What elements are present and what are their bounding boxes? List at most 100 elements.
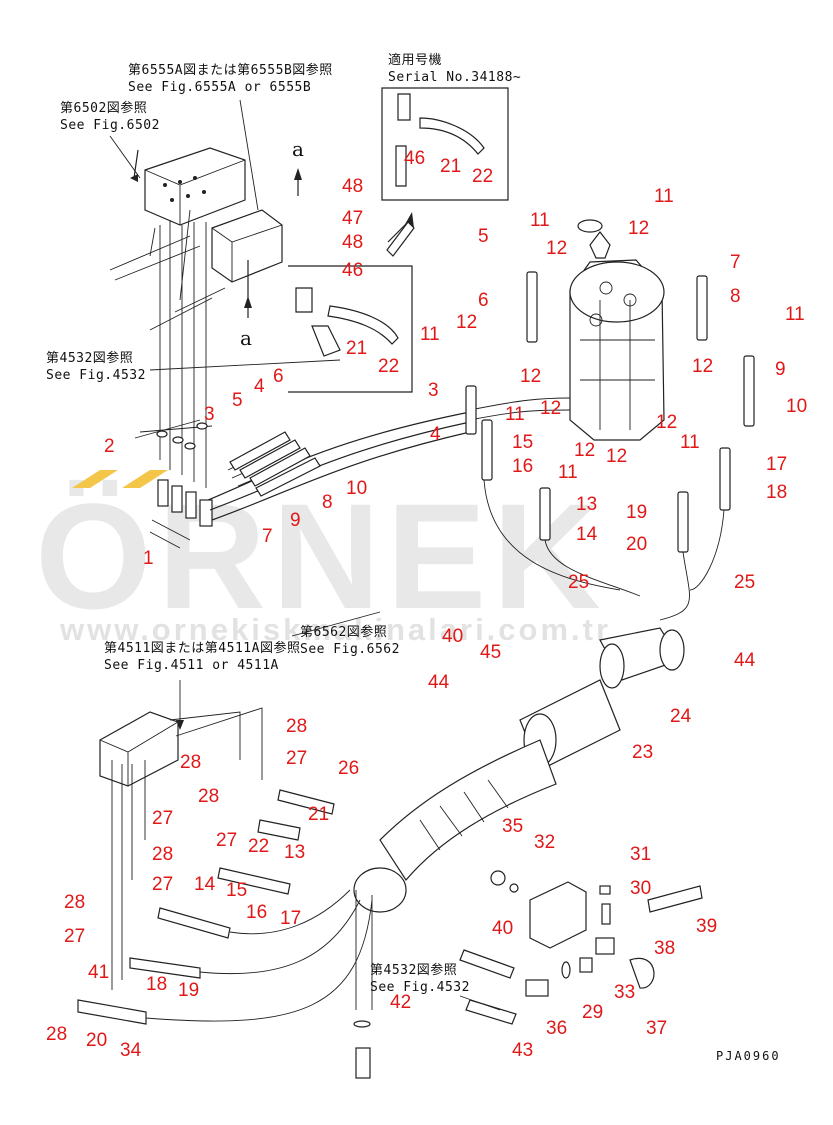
part-number: 11 — [505, 404, 525, 425]
part-number: 17 — [766, 454, 787, 475]
part-number: 9 — [775, 359, 786, 380]
right-hoses — [465, 271, 755, 621]
part-number: 36 — [546, 1018, 567, 1039]
inset-46-box — [288, 212, 415, 393]
part-number: 27 — [286, 748, 307, 769]
part-number: 32 — [534, 832, 555, 853]
part-number: 33 — [614, 982, 635, 1003]
part-number: 15 — [226, 880, 247, 901]
part-number: 28 — [198, 786, 219, 807]
center-pipe — [353, 627, 685, 1010]
part-number: 5 — [232, 390, 243, 411]
part-number: 21 — [440, 156, 461, 177]
watermark-accent-left — [72, 470, 118, 488]
part-number: 22 — [248, 836, 269, 857]
part-number: 3 — [428, 380, 439, 401]
part-number: 41 — [88, 962, 109, 983]
part-number: 13 — [284, 842, 305, 863]
watermark-brand: ÖRNEK — [35, 472, 607, 640]
part-number: 26 — [338, 758, 359, 779]
part-number: 20 — [86, 1030, 107, 1051]
part-number: 12 — [520, 366, 541, 387]
part-number: 47 — [342, 208, 363, 229]
part-number: 2 — [104, 436, 115, 457]
part-number: 15 — [512, 432, 533, 453]
part-number: 27 — [152, 808, 173, 829]
label-a-top: a — [292, 137, 304, 161]
part-number: 28 — [152, 844, 173, 865]
part-number: 8 — [322, 492, 333, 513]
part-number: 28 — [286, 716, 307, 737]
part-number: 22 — [472, 166, 493, 187]
part-number: 25 — [734, 572, 755, 593]
part-number: 24 — [670, 706, 692, 727]
part-number: 11 — [654, 186, 674, 207]
lower-hoses — [77, 789, 703, 1025]
part-number: 9 — [290, 510, 301, 531]
ref-4532a-jp: 第4532図参照 — [46, 350, 133, 366]
part-number: 27 — [216, 830, 237, 851]
part-number: 6 — [273, 366, 284, 387]
part-number: 29 — [582, 1002, 603, 1023]
part-number: 30 — [630, 878, 651, 899]
part-number: 11 — [785, 304, 805, 325]
ref-4532b-jp: 第4532図参照 — [370, 962, 457, 978]
part-number: 12 — [456, 312, 477, 333]
serial-en: Serial No.34188~ — [388, 70, 521, 85]
part-number: 12 — [574, 440, 595, 461]
reference-notes: 第6555A図または第6555B図参照 See Fig.6555A or 655… — [46, 52, 781, 1063]
part-number: 6 — [478, 290, 489, 311]
part-number: 40 — [442, 626, 463, 647]
ref-4532a-en: See Fig.4532 — [46, 368, 146, 383]
drawing-code: PJA0960 — [716, 1049, 781, 1063]
part-number: 46 — [404, 148, 425, 169]
part-number: 44 — [428, 672, 450, 693]
part-number: 37 — [646, 1018, 667, 1039]
part-number: 21 — [346, 338, 367, 359]
part-number: 12 — [540, 398, 561, 419]
part-number: 11 — [680, 432, 700, 453]
label-a-mid: a — [240, 326, 252, 350]
bracket-group — [353, 870, 655, 1079]
part-number: 12 — [656, 412, 677, 433]
part-number: 1 — [143, 548, 154, 569]
part-number: 48 — [342, 232, 363, 253]
part-number: 35 — [502, 816, 523, 837]
part-number: 28 — [180, 752, 201, 773]
part-number: 25 — [568, 572, 589, 593]
part-number: 42 — [390, 992, 411, 1013]
part-number: 14 — [194, 874, 216, 895]
part-number: 10 — [786, 396, 807, 417]
ref-4511-en: See Fig.4511 or 4511A — [104, 658, 279, 673]
ref-6562-jp: 第6562図参照 — [300, 624, 387, 640]
part-number: 48 — [342, 176, 363, 197]
part-number: 46 — [342, 260, 363, 281]
part-number: 27 — [152, 874, 173, 895]
part-number: 22 — [378, 356, 399, 377]
part-number: 8 — [730, 286, 741, 307]
part-number: 27 — [64, 926, 85, 947]
part-number: 45 — [480, 642, 501, 663]
part-number: 21 — [308, 804, 329, 825]
part-number: 28 — [64, 892, 85, 913]
part-number: 43 — [512, 1040, 533, 1061]
part-number: 17 — [280, 908, 301, 929]
part-number: 19 — [626, 502, 647, 523]
part-number: 7 — [262, 526, 273, 547]
part-number: 4 — [254, 376, 265, 397]
part-number: 23 — [632, 742, 653, 763]
part-number: 12 — [606, 446, 627, 467]
lower-valve-block — [99, 707, 263, 990]
part-number: 7 — [730, 252, 741, 273]
part-number: 13 — [576, 494, 597, 515]
part-number-labels: 1 2 3 4 5 6 7 8 9 10 11 11 11 11 11 11 1… — [46, 148, 807, 1061]
ref-6502-en: See Fig.6502 — [60, 118, 160, 133]
part-number: 12 — [628, 218, 649, 239]
part-number: 4 — [430, 424, 441, 445]
part-number: 16 — [512, 456, 533, 477]
control-valve-block — [109, 147, 302, 488]
inset-serial-box — [381, 87, 509, 201]
part-number: 3 — [204, 404, 215, 425]
